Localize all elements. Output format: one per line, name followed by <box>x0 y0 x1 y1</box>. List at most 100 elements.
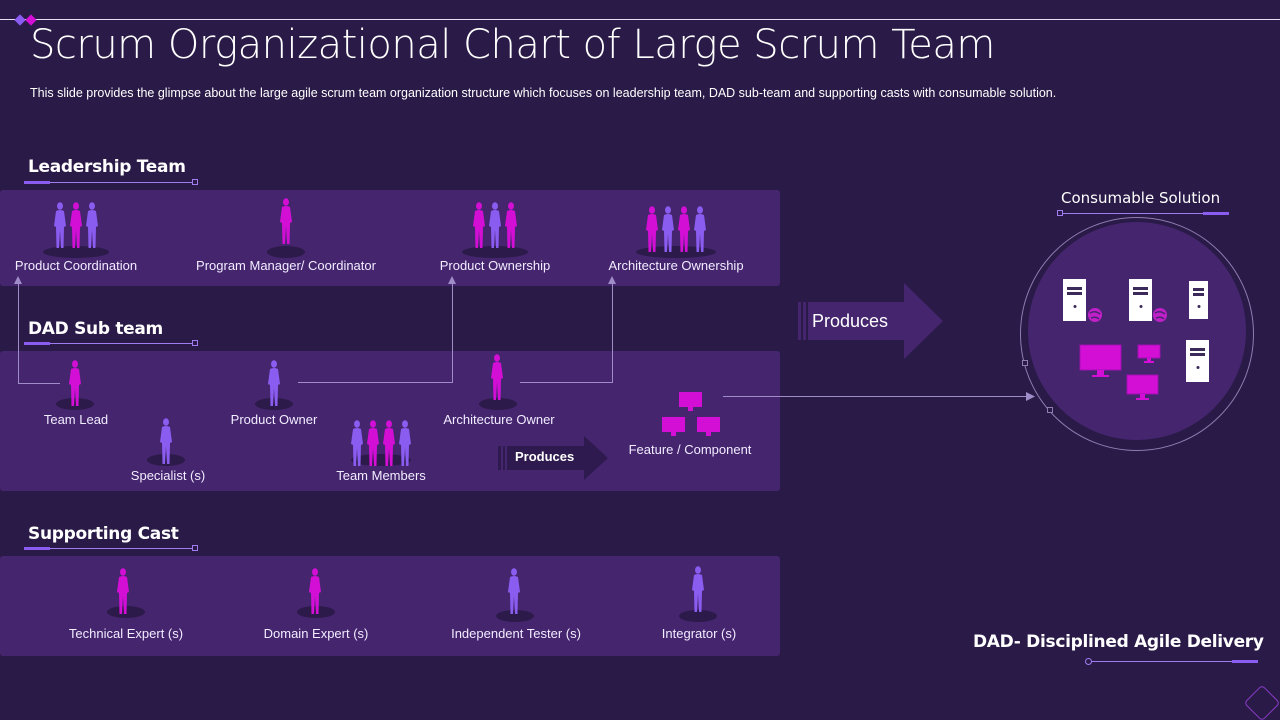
server-icon <box>1186 340 1209 382</box>
role-architecture-owner: Architecture Owner <box>443 412 555 427</box>
person-silhouette-icon <box>694 206 706 252</box>
connector-line <box>18 284 19 384</box>
section-underline <box>24 548 194 549</box>
people-group-icon <box>472 202 518 250</box>
people-group-icon <box>350 420 412 468</box>
person-silhouette-icon <box>399 420 411 466</box>
role-product-ownership: Product Ownership <box>439 258 551 273</box>
section-underline-accent <box>24 181 50 184</box>
monitor-icon <box>1079 344 1122 377</box>
person-silhouette-icon <box>86 202 98 248</box>
person-silhouette-icon <box>70 202 82 248</box>
figure-shadow <box>255 398 293 410</box>
person-silhouette-icon <box>489 202 501 248</box>
person-silhouette-icon <box>309 568 321 614</box>
connector-line <box>18 383 60 384</box>
arrow-up-icon <box>608 276 616 284</box>
underline-end-marker <box>1085 658 1092 665</box>
connector-line <box>452 284 453 383</box>
produces-arrow-small <box>498 436 608 480</box>
monitor-icon <box>1126 374 1159 400</box>
underline-end-marker <box>192 179 198 185</box>
people-group-icon <box>53 202 99 250</box>
role-independent-tester: Independent Tester (s) <box>451 626 581 641</box>
section-underline-accent <box>24 342 50 345</box>
solution-circle-ring <box>1020 217 1254 451</box>
section-underline <box>24 182 194 183</box>
produces-arrow-large <box>798 283 943 359</box>
section-underline-accent <box>1203 212 1229 215</box>
people-group-icon <box>645 206 707 254</box>
section-underline <box>1088 661 1258 662</box>
ring-marker <box>1047 407 1053 413</box>
person-icon <box>490 354 504 402</box>
slide-subtitle: This slide provides the glimpse about th… <box>30 86 1057 100</box>
person-silhouette-icon <box>69 360 81 406</box>
arrow-up-icon <box>448 276 456 284</box>
diamond-icon <box>14 14 26 26</box>
person-silhouette-icon <box>117 568 129 614</box>
figure-shadow <box>351 454 411 466</box>
role-specialist: Specialist (s) <box>130 468 206 483</box>
person-icon <box>116 568 130 616</box>
role-team-lead: Team Lead <box>43 412 109 427</box>
connector-line <box>298 382 453 383</box>
person-silhouette-icon <box>280 198 292 244</box>
figure-shadow <box>479 398 517 410</box>
server-icon <box>1189 281 1208 319</box>
figure-shadow <box>147 454 185 466</box>
dad-definition: DAD- Disciplined Agile Delivery <box>973 632 1264 652</box>
section-underline-accent <box>24 547 50 550</box>
person-silhouette-icon <box>54 202 66 248</box>
person-silhouette-icon <box>491 354 503 400</box>
person-icon <box>308 568 322 616</box>
arrow-up-icon <box>14 276 22 284</box>
role-program-manager: Program Manager/ Coordinator <box>196 258 376 273</box>
leadership-team-title: Leadership Team <box>28 157 186 177</box>
produces-label-small: Produces <box>515 449 575 464</box>
globe-icon <box>1088 308 1102 322</box>
diamond-outline-icon <box>1243 684 1280 720</box>
figure-shadow <box>43 246 109 258</box>
person-icon <box>159 418 173 466</box>
section-underline-accent <box>1232 660 1258 663</box>
underline-end-marker <box>192 545 198 551</box>
globe-icon <box>1153 308 1167 322</box>
role-integrator: Integrator (s) <box>661 626 737 641</box>
person-silhouette-icon <box>505 202 517 248</box>
figure-shadow <box>462 246 528 258</box>
server-icon <box>1129 279 1152 321</box>
section-underline <box>24 343 194 344</box>
person-silhouette-icon <box>367 420 379 466</box>
person-silhouette-icon <box>508 568 520 614</box>
consumable-solution-title: Consumable Solution <box>1061 189 1221 207</box>
figure-shadow <box>636 246 716 258</box>
person-icon <box>267 360 281 408</box>
person-icon <box>68 360 82 408</box>
monitor-network-icon <box>662 392 720 436</box>
figure-shadow <box>496 610 534 622</box>
arrow-right-icon <box>1026 392 1035 401</box>
person-silhouette-icon <box>662 206 674 252</box>
person-icon <box>507 568 521 616</box>
role-architecture-ownership: Architecture Ownership <box>608 258 744 273</box>
supporting-cast-title: Supporting Cast <box>28 524 179 544</box>
monitor-icon <box>1137 344 1161 363</box>
person-silhouette-icon <box>473 202 485 248</box>
underline-end-marker <box>192 340 198 346</box>
produces-label-large: Produces <box>812 311 889 331</box>
role-product-owner: Product Owner <box>230 412 318 427</box>
role-domain-expert: Domain Expert (s) <box>263 626 369 641</box>
person-silhouette-icon <box>268 360 280 406</box>
person-icon <box>279 198 293 246</box>
slide-title: Scrum Organizational Chart of Large Scru… <box>30 22 995 68</box>
person-silhouette-icon <box>351 420 363 466</box>
role-team-members: Team Members <box>336 468 426 483</box>
person-icon <box>691 566 705 614</box>
top-rule <box>0 19 1280 20</box>
figure-shadow <box>267 246 305 258</box>
dad-subteam-title: DAD Sub team <box>28 319 163 339</box>
role-product-coordination: Product Coordination <box>14 258 138 273</box>
person-silhouette-icon <box>383 420 395 466</box>
connector-line <box>723 396 1028 397</box>
